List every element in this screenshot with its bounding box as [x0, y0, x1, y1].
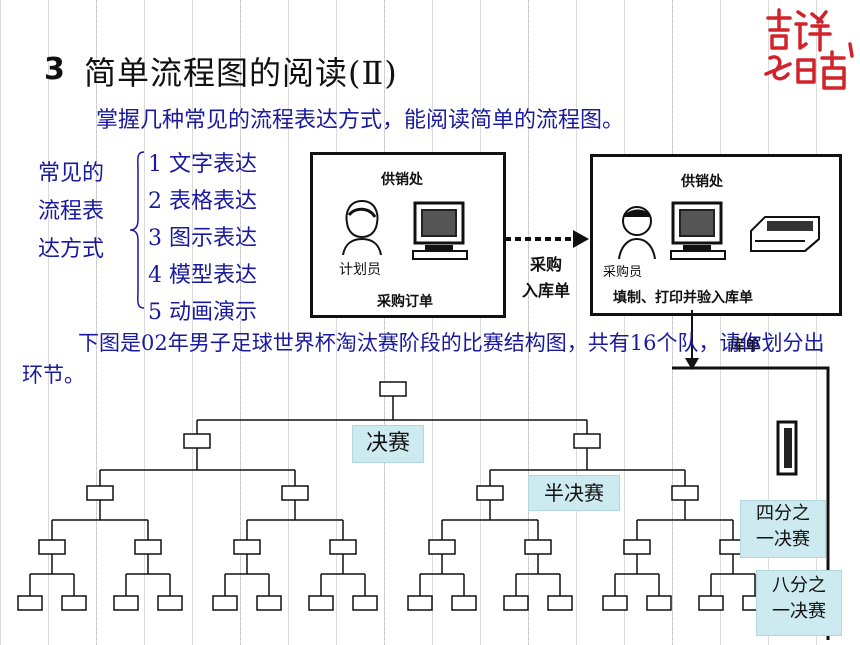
- label-line: 常见的: [38, 161, 105, 186]
- dashed-arrow-icon: [505, 230, 589, 248]
- clerk-icon: [342, 199, 382, 255]
- methods-list: 1 文字表达 2 表格表达 3 图示表达 4 模型表达 5 动画演示: [148, 146, 257, 331]
- tournament-bracket: [17, 381, 768, 611]
- person-label: 采购员: [603, 265, 643, 280]
- method-item: 3 图示表达: [148, 226, 257, 251]
- tag-line: 一决赛: [772, 601, 826, 622]
- background-line: [96, 0, 97, 645]
- partial-label: 库单: [730, 336, 761, 354]
- buyer-icon: [618, 206, 656, 259]
- method-item: 5 动画演示: [148, 300, 257, 325]
- tag-quarterfinal: 四分之 一决赛: [740, 500, 826, 558]
- arrow-label-line: 采购: [530, 255, 563, 274]
- seal-logo: [764, 8, 854, 90]
- brace-icon: [129, 151, 145, 309]
- box-caption: 采购订单: [377, 294, 433, 310]
- box-header: 供销处: [381, 172, 423, 188]
- method-item: 4 模型表达: [148, 263, 257, 288]
- computer-icon: [412, 201, 468, 260]
- label-line: 达方式: [38, 237, 105, 262]
- description: 下图是02年男子足球世界杯淘汰赛阶段的比赛结构图，共有16个队，请你划分出环节。: [22, 331, 825, 387]
- background-line: [672, 0, 673, 645]
- common-methods-label: 常见的 流程表 达方式: [38, 155, 133, 269]
- box-caption: 填制、打印并验入库单: [613, 290, 753, 306]
- method-item: 2 表格表达: [148, 189, 257, 214]
- background-line: [384, 0, 385, 645]
- tag-line: 四分之: [756, 503, 810, 524]
- label-line: 流程表: [38, 199, 105, 224]
- method-item: 1 文字表达: [148, 152, 257, 177]
- tag-semifinal: 半决赛: [528, 475, 620, 511]
- arrow-label-line: 入库单: [522, 281, 571, 300]
- background-line: [528, 0, 529, 645]
- person-label: 计划员: [339, 262, 381, 278]
- box-header: 供销处: [681, 174, 723, 190]
- flow-box-right: 供销处 采购员 填制、打印并验入库单: [590, 154, 842, 316]
- tag-round-of-16: 八分之 一决赛: [756, 570, 842, 636]
- tag-line: 一决赛: [756, 529, 810, 550]
- page-title: 简单流程图的阅读(Ⅱ): [84, 54, 398, 92]
- computer-icon: [670, 201, 726, 260]
- printer-icon: [750, 216, 820, 252]
- tag-final: 决赛: [352, 425, 424, 463]
- flow-box-left: 供销处 计划员 采购订单: [310, 152, 506, 318]
- subtitle: 掌握几种常见的流程表达方式，能阅读简单的流程图。: [96, 108, 625, 133]
- arrow-label: 采购 入库单: [522, 252, 570, 304]
- title-number: 3: [44, 52, 65, 87]
- tag-line: 八分之: [772, 575, 826, 596]
- partial-flow-frame: [672, 310, 830, 640]
- background-line: [240, 0, 241, 645]
